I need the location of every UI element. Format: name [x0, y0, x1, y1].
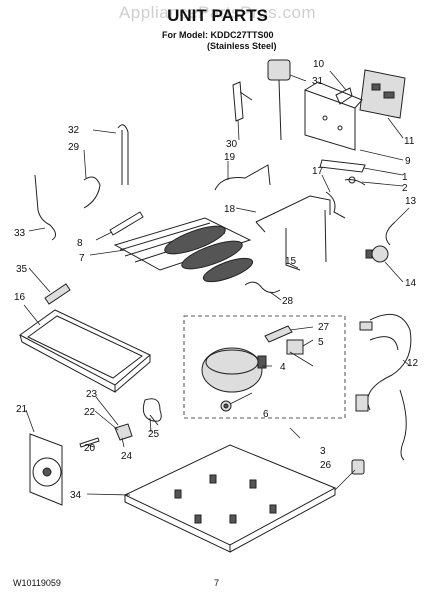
callout-16: 16: [14, 292, 26, 303]
callout-32: 32: [68, 125, 80, 136]
part-22-mount: [114, 423, 133, 441]
callout-23: 23: [86, 389, 98, 400]
callout-8: 8: [77, 238, 83, 249]
variant-label: (Stainless Steel): [207, 41, 277, 51]
part-33-tube: [34, 174, 56, 241]
part-12-wire-harness: [355, 313, 412, 461]
part-1-heater: [319, 159, 366, 173]
callout-29: 29: [68, 142, 80, 153]
callout-27: 27: [318, 322, 330, 333]
callout-3: 3: [320, 446, 326, 457]
callout-30: 30: [226, 139, 238, 150]
callout-18: 18: [224, 204, 236, 215]
callout-15: 15: [285, 256, 297, 267]
part-7-condenser: [113, 217, 254, 283]
part-26-spacer: [351, 459, 365, 475]
callout-21: 21: [16, 404, 28, 415]
callout-35: 35: [16, 264, 28, 275]
part-21-fan-assembly: [29, 433, 63, 506]
part-16-drain-pan: [19, 309, 151, 393]
part-30-valve: [232, 81, 253, 122]
part-20-screw: [79, 437, 100, 448]
leader-lines: [23, 70, 411, 496]
part-29-tube: [83, 176, 101, 209]
callout-11: 11: [404, 136, 415, 147]
callout-24: 24: [121, 451, 133, 462]
callout-7: 7: [79, 253, 85, 264]
part-9-bracket: [304, 81, 363, 151]
callout-28: 28: [282, 296, 294, 307]
part-compressor: [201, 347, 267, 393]
part-8-screw: [109, 211, 144, 236]
callout-12: 12: [407, 358, 419, 369]
callout-22: 22: [84, 407, 96, 418]
part-31-relay: [267, 59, 291, 141]
callout-34: 34: [70, 490, 82, 501]
part-11-control-board: [359, 69, 406, 119]
callout-6: 6: [263, 409, 269, 420]
callout-10: 10: [313, 59, 325, 70]
part-17-tube: [325, 191, 346, 219]
document-number: W10119059: [13, 578, 61, 588]
callout-19: 19: [224, 152, 236, 163]
part-34-base-plate: [123, 444, 337, 553]
callout-31: 31: [312, 76, 324, 87]
callout-13: 13: [405, 196, 417, 207]
model-label: For Model: KDDC27TTS00: [162, 30, 274, 40]
callout-9: 9: [405, 156, 411, 167]
callout-4: 4: [280, 362, 286, 373]
callout-25: 25: [148, 429, 160, 440]
part-35-drier: [44, 283, 71, 305]
callout-5: 5: [318, 337, 324, 348]
part-23-fan-blade: [142, 398, 162, 422]
part-32-tube: [117, 124, 129, 185]
part-14-motor: [365, 245, 389, 263]
callout-20: 20: [84, 443, 96, 454]
part-27-capacitor: [264, 325, 293, 343]
part-6-grommet: [220, 400, 232, 412]
callout-labels: 1 2 3 4 5 6 7 8 9 10 11 12 13 14 15 16 1…: [14, 59, 419, 501]
part-13-thermistor: [385, 221, 396, 246]
compressor-group-box: [183, 315, 346, 419]
page-number: 7: [214, 578, 220, 588]
page-title: UNIT PARTS: [167, 6, 268, 25]
part-2-tube: [344, 176, 366, 186]
part-28-clip: [244, 281, 281, 294]
callout-33: 33: [14, 228, 26, 239]
part-5-relay: [286, 339, 304, 355]
callout-1: 1: [402, 172, 408, 183]
watermark: AppliancePartsPros.com: [118, 3, 317, 22]
part-18-tube: [255, 195, 331, 233]
callout-2: 2: [402, 183, 408, 194]
part-15-tube: [285, 209, 327, 271]
callout-17: 17: [312, 166, 324, 177]
part-19-tube: [214, 164, 271, 191]
part-25-clip: [149, 414, 159, 426]
callout-26: 26: [320, 460, 332, 471]
callout-14: 14: [405, 278, 417, 289]
